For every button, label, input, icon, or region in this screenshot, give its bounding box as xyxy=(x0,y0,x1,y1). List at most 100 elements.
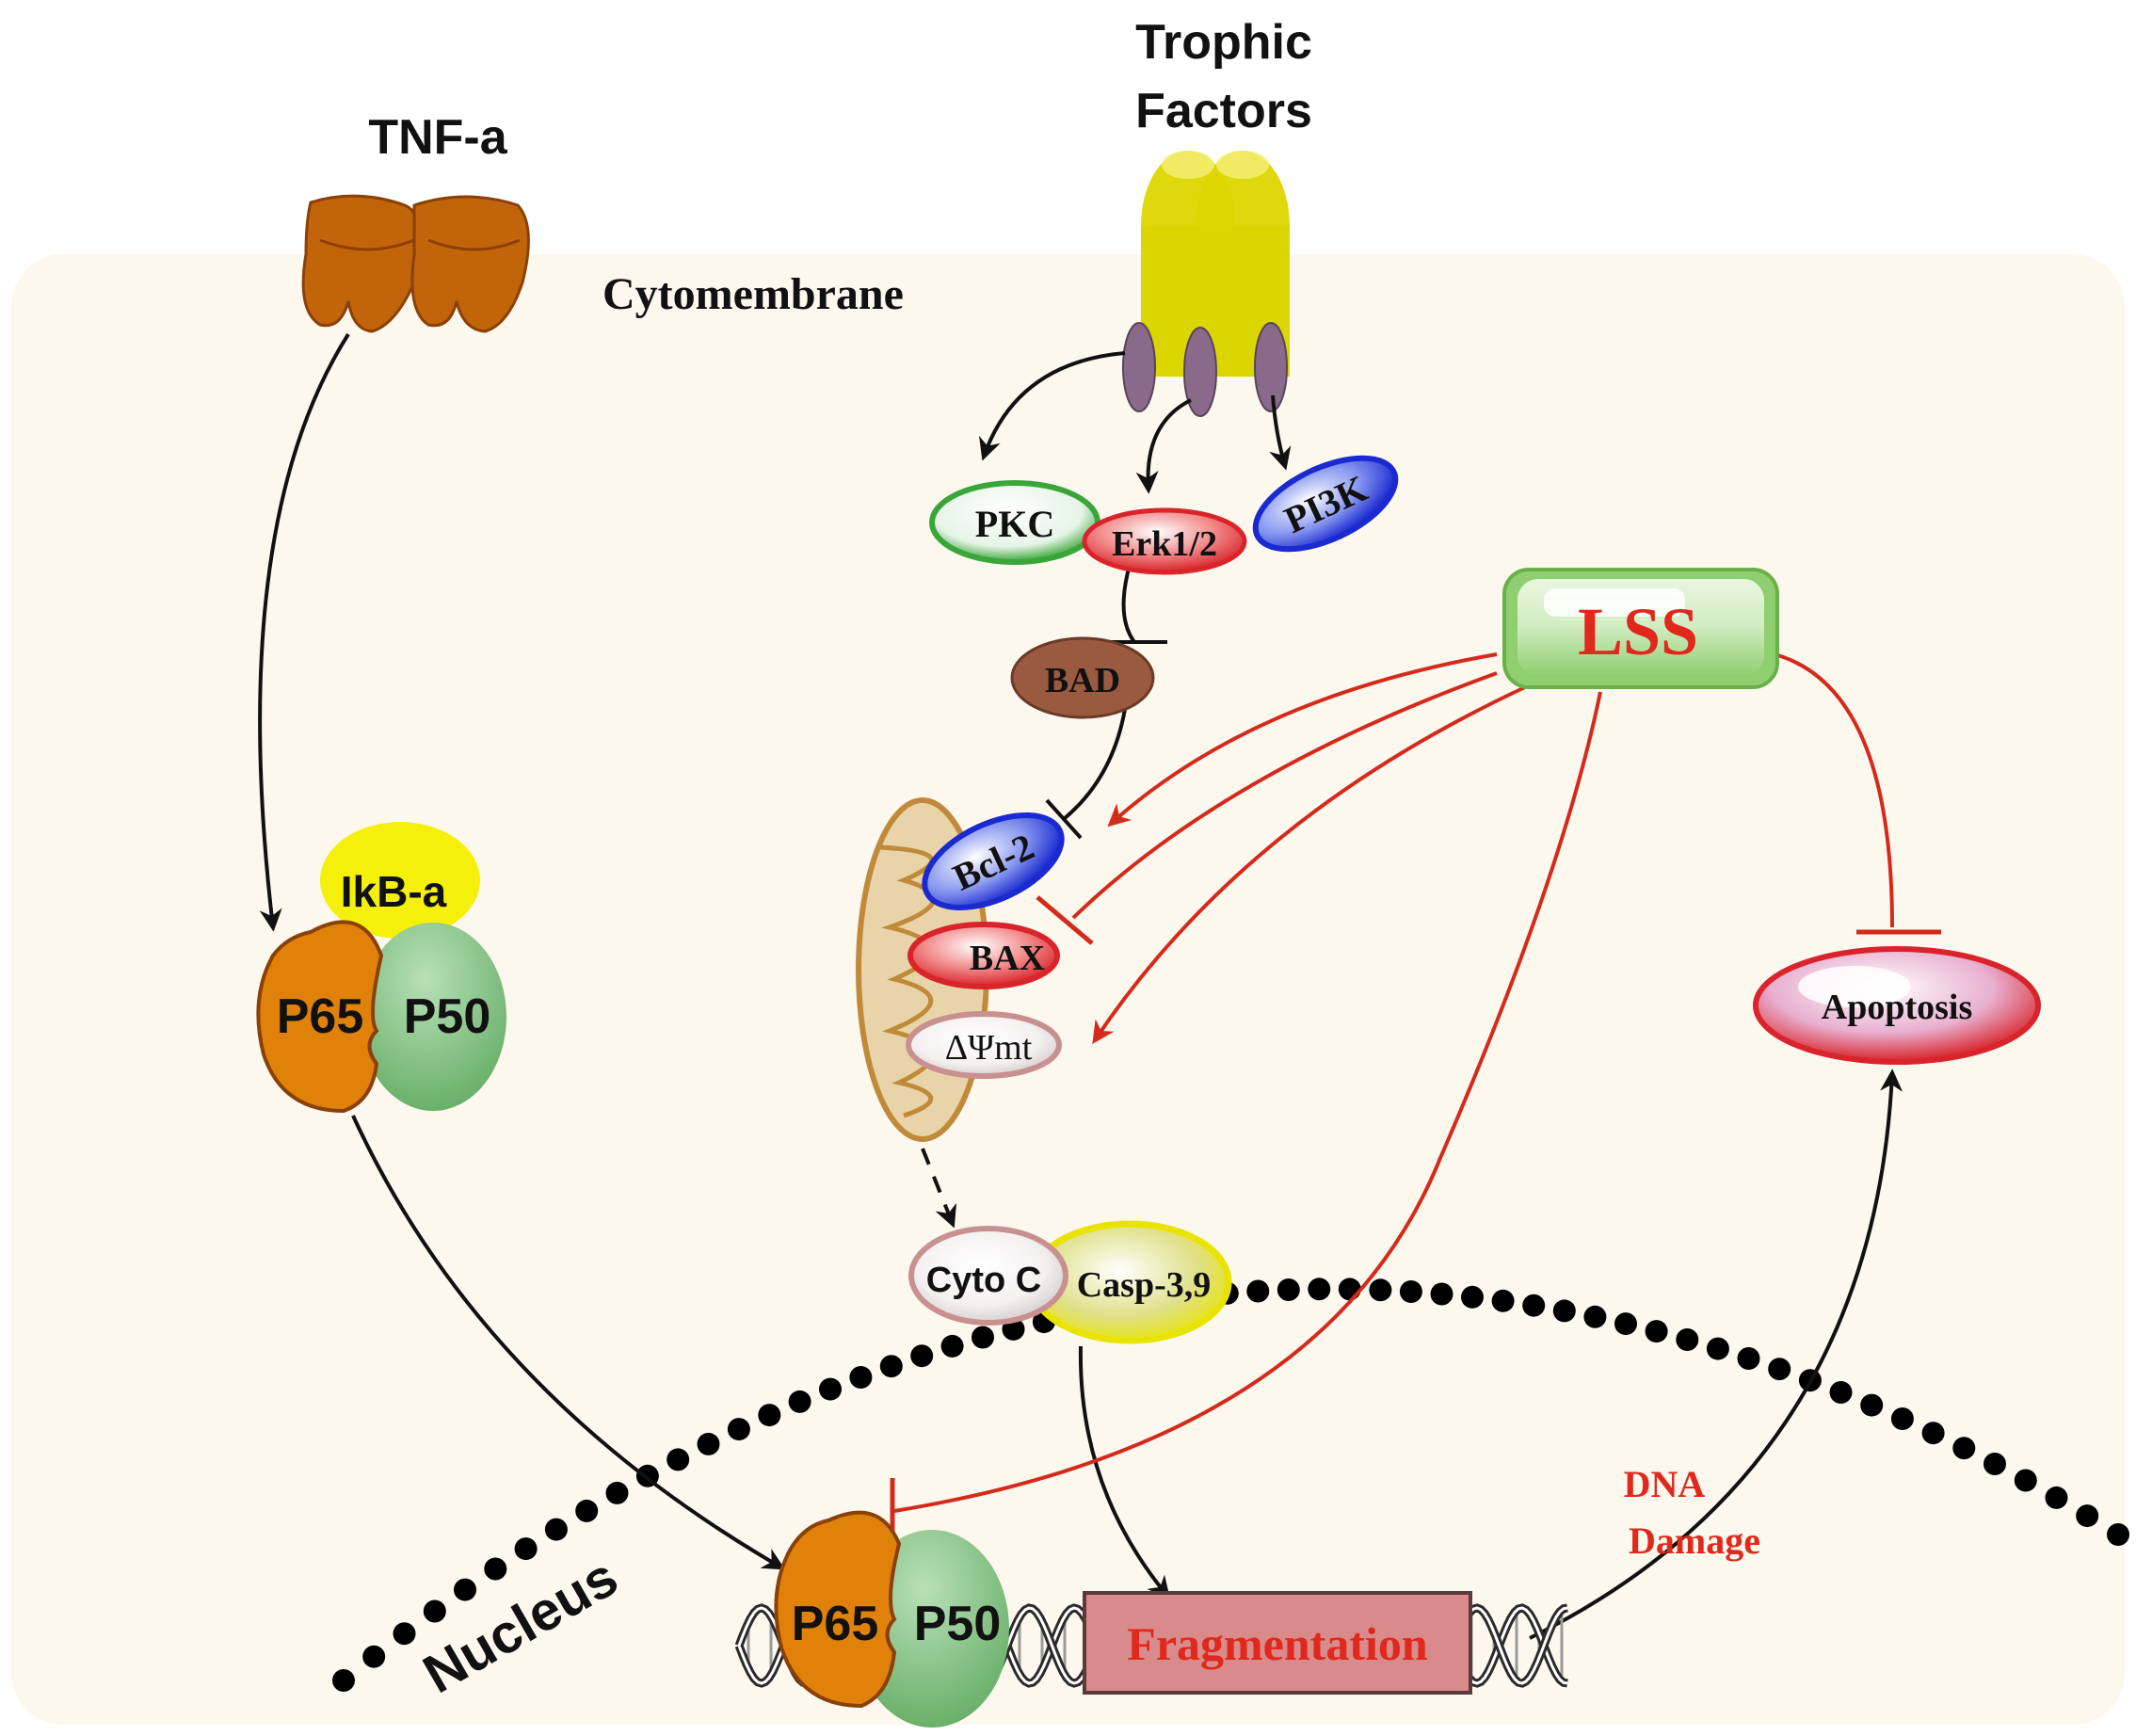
p65-shape xyxy=(256,920,384,1114)
arrow-fragmentation-to-apoptosis xyxy=(1529,1069,1903,1640)
nucleus-dot xyxy=(1399,1280,1422,1303)
apoptosis-label: Apoptosis xyxy=(1822,988,1973,1027)
casp-label: Casp-3,9 xyxy=(1077,1265,1212,1305)
nucleus-dot xyxy=(2107,1523,2129,1546)
fragmentation-label: Fragmentation xyxy=(1127,1617,1428,1670)
membrane-potential-label: ΔΨmt xyxy=(945,1028,1033,1068)
nucleus-dot xyxy=(879,1355,903,1378)
bad-label: BAD xyxy=(1045,661,1120,700)
nucleus-dot xyxy=(1829,1381,1853,1404)
bad-node: BAD xyxy=(1010,636,1155,719)
nucleus-dot xyxy=(1890,1407,1914,1430)
nucleus-dot xyxy=(423,1599,446,1623)
nucleus-dot xyxy=(1338,1278,1361,1301)
nucleus-dot xyxy=(393,1622,416,1646)
lss-effect-lines xyxy=(893,652,1894,1513)
arrow-receptor-to-pi3k xyxy=(1269,394,1292,471)
erk-node: Erk1/2 xyxy=(1082,507,1247,575)
trophic-receptor-icon xyxy=(1141,151,1290,377)
bcl2-node: Bcl-2 xyxy=(922,812,1065,910)
ikb-shape xyxy=(320,822,480,939)
nucleus-dot xyxy=(1552,1299,1576,1323)
lss-to-p65 xyxy=(893,691,1602,1513)
p65-shape-nucleus xyxy=(774,1510,902,1709)
trophic-label-line2: Factors xyxy=(1135,84,1312,138)
apoptosis-node: Apoptosis xyxy=(1753,946,2041,1065)
lss-to-apoptosis xyxy=(1774,652,1894,928)
nucleus-dot xyxy=(697,1432,720,1455)
nucleus-dot xyxy=(1246,1279,1270,1303)
nucleus-dot xyxy=(1614,1312,1637,1336)
nucleus-dot xyxy=(1706,1337,1729,1360)
cytoc-label: Cyto C xyxy=(926,1261,1041,1300)
membrane-potential-node: ΔΨmt xyxy=(906,1011,1062,1079)
lss-to-bax xyxy=(1071,671,1498,920)
nucleus-dot xyxy=(666,1448,690,1471)
lss-label: LSS xyxy=(1578,594,1698,669)
nucleus-dot xyxy=(727,1418,750,1441)
nucleus-dot xyxy=(454,1578,476,1601)
arrow-nfkb-to-nucleus xyxy=(351,1115,786,1570)
nucleus-dot xyxy=(332,1669,355,1692)
fragmentation-box: Fragmentation xyxy=(1083,1591,1472,1695)
nfkb-complex-nucleus: P65 P50 xyxy=(774,1510,1009,1728)
erk-label: Erk1/2 xyxy=(1112,524,1217,564)
arrow-cas-to-fragmentation xyxy=(1078,1345,1171,1599)
bax-label: BAX xyxy=(970,939,1045,978)
bax-node: BAX xyxy=(907,922,1060,989)
nucleus-dot xyxy=(1921,1422,1945,1445)
cytoc-shape xyxy=(908,1226,1068,1326)
pkc-node: PKC xyxy=(929,480,1100,565)
receptor-domains-icon xyxy=(1122,322,1288,417)
nucleus-dot xyxy=(1645,1320,1668,1343)
lss-to-bcl2 xyxy=(1107,652,1498,828)
nucleus-dot xyxy=(362,1645,386,1668)
nucleus-dot xyxy=(1461,1285,1484,1309)
activation-arrows xyxy=(258,332,1903,1640)
nucleus-dot xyxy=(1369,1278,1392,1302)
cytoc-casp-complex: Cyto C Casp-3,9 xyxy=(908,1220,1232,1344)
arrow-receptor-to-pkc xyxy=(979,351,1126,461)
dna-damage-label-line1: DNA xyxy=(1624,1463,1706,1505)
nucleus-dot xyxy=(940,1334,964,1358)
cytomembrane-label: Cytomembrane xyxy=(602,269,904,319)
p50-label-cytoplasm: P50 xyxy=(404,989,491,1044)
arrow-tnf-to-nfkb xyxy=(258,332,350,932)
p50-shape xyxy=(360,923,506,1111)
p65-label-nucleus: P65 xyxy=(792,1597,879,1651)
nucleus-dot xyxy=(1676,1328,1699,1351)
ikb-label: IkB-a xyxy=(341,867,447,916)
nucleus-dot xyxy=(1277,1278,1300,1301)
nucleus-dot xyxy=(849,1366,873,1389)
pi3k-node: PI3K xyxy=(1252,455,1399,553)
nucleus-dot xyxy=(575,1499,599,1522)
nucleus-dot xyxy=(2076,1504,2099,1528)
nucleus-dot xyxy=(910,1344,934,1368)
nucleus-dot xyxy=(1768,1358,1791,1381)
p50-label-nucleus: P50 xyxy=(914,1597,1002,1651)
nucleus-dot xyxy=(544,1518,568,1541)
nucleus-dot xyxy=(484,1557,507,1581)
pkc-label: PKC xyxy=(975,503,1054,545)
dna-damage-label-line2: Damage xyxy=(1629,1519,1760,1562)
nucleus-dot xyxy=(1983,1453,2006,1475)
nucleus-dot xyxy=(605,1481,629,1504)
nucleus-dot xyxy=(1583,1305,1607,1328)
nucleus-dot xyxy=(788,1390,811,1413)
p65-label-cytoplasm: P65 xyxy=(277,989,364,1044)
nucleus-dot xyxy=(1952,1437,1976,1460)
nucleus-dot xyxy=(1308,1278,1331,1301)
nucleus-dot xyxy=(1430,1282,1453,1306)
arrow-receptor-to-erk xyxy=(1135,398,1192,494)
nucleus-dot xyxy=(972,1326,994,1349)
tnf-receptor-icon xyxy=(301,194,530,333)
lss-to-dpsi xyxy=(1092,685,1526,1044)
nucleus-dot xyxy=(514,1537,538,1561)
nucleus-dot xyxy=(1737,1347,1760,1370)
nucleus-dot xyxy=(1860,1393,1884,1417)
nfkb-complex-cytoplasm: IkB-a P65 P50 xyxy=(256,822,506,1114)
nucleus-dot xyxy=(2014,1469,2037,1492)
lss-box: LSS xyxy=(1502,568,1779,689)
nucleus-dot xyxy=(2045,1486,2068,1509)
